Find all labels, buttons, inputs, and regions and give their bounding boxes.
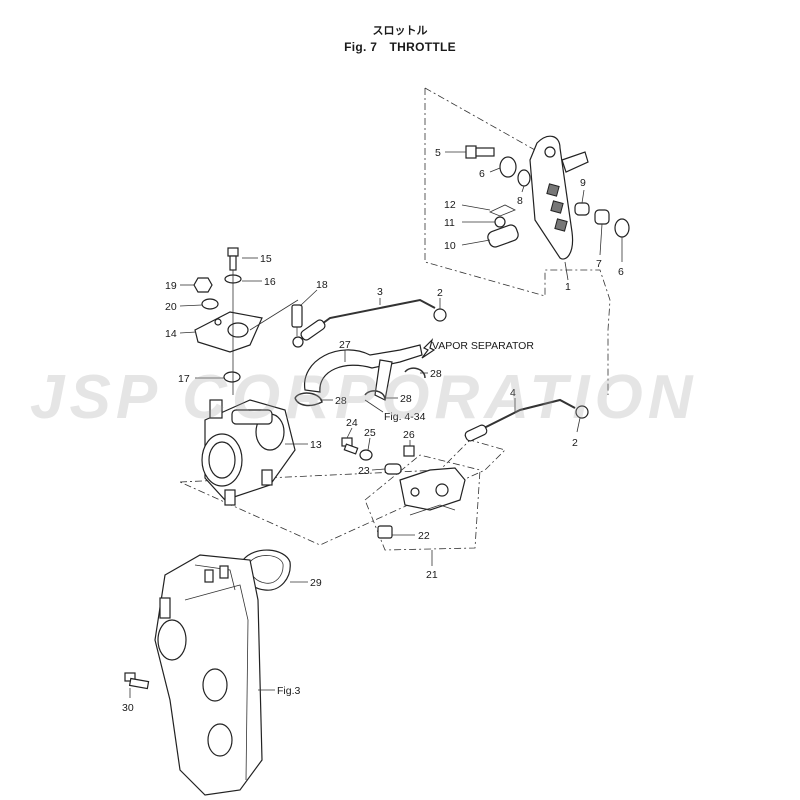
leader-20 <box>179 304 203 307</box>
ref-vapor-separator: VAPOR SEPARATOR <box>432 340 534 352</box>
leader-14 <box>179 331 197 334</box>
label-18: 18 <box>316 279 328 291</box>
bolt-part-15 <box>227 247 239 271</box>
clamp-part-28c <box>364 390 386 401</box>
washer-part-6a <box>499 156 517 178</box>
collar-part-10 <box>487 224 519 248</box>
label-30: 30 <box>122 702 134 714</box>
label-29: 29 <box>310 577 322 589</box>
label-28a: 28 <box>335 395 347 407</box>
assembly-axis-2 <box>249 299 299 331</box>
label-6b: 6 <box>618 266 624 278</box>
label-17: 17 <box>178 373 190 385</box>
collar-part-8 <box>517 169 531 187</box>
label-19: 19 <box>165 280 177 292</box>
label-3: 3 <box>377 286 383 298</box>
throttle-body-part-13 <box>201 399 296 506</box>
label-22: 22 <box>418 530 430 542</box>
leader-fig434 <box>364 399 384 413</box>
leader-18 <box>299 289 318 307</box>
link-rod-part-4 <box>464 398 576 442</box>
clip-part-12 <box>488 204 516 217</box>
label-4: 4 <box>510 387 516 399</box>
bracket-part-14 <box>194 311 263 353</box>
ref-fig-4-34: Fig. 4-34 <box>384 411 426 423</box>
washer-part-6b <box>614 218 630 238</box>
clamp-part-28a <box>294 392 323 407</box>
pin-part-11 <box>494 216 506 228</box>
washer-part-25 <box>359 449 373 461</box>
ball-joint-part-2a <box>433 308 447 322</box>
leader-25 <box>367 437 371 451</box>
bolt-part-5 <box>465 145 495 159</box>
label-1: 1 <box>565 281 571 293</box>
link-rod-part-3 <box>292 298 436 348</box>
label-16: 16 <box>264 276 276 288</box>
engine-block <box>154 554 263 796</box>
label-28b: 28 <box>430 368 442 380</box>
label-24: 24 <box>346 417 358 429</box>
sensor-housing <box>399 467 466 516</box>
hose-part-27 <box>304 344 423 393</box>
label-8: 8 <box>517 195 523 207</box>
leader-8 <box>521 185 525 193</box>
label-14: 14 <box>165 328 177 340</box>
figure-title: Fig. 7 THROTTLE <box>344 40 456 54</box>
bolt-part-24 <box>341 437 359 455</box>
label-25: 25 <box>364 427 376 439</box>
label-7: 7 <box>596 258 602 270</box>
ref-fig-3: Fig.3 <box>277 685 301 697</box>
label-23: 23 <box>358 465 370 477</box>
nut-part-19 <box>193 277 213 293</box>
leader-6a <box>489 167 501 173</box>
washer-part-20 <box>201 298 219 310</box>
label-21: 21 <box>426 569 438 581</box>
throttle-lever-part-1 <box>529 135 589 260</box>
label-5: 5 <box>435 147 441 159</box>
sensor-assy-boundary <box>364 454 481 551</box>
lever-group-boundary <box>424 88 611 395</box>
leader-23 <box>371 468 386 471</box>
label-6a: 6 <box>479 168 485 180</box>
label-28c: 28 <box>400 393 412 405</box>
vapor-arrow <box>421 338 436 359</box>
leader-12 <box>461 204 491 211</box>
label-20: 20 <box>165 301 177 313</box>
sensor-part-18 <box>291 304 303 336</box>
clamp-part-28b <box>404 367 426 379</box>
label-2b: 2 <box>572 437 578 449</box>
label-9: 9 <box>580 177 586 189</box>
leader-10 <box>461 239 491 246</box>
label-11: 11 <box>444 217 455 229</box>
bushing-part-7 <box>594 209 610 225</box>
leader-7 <box>599 223 603 256</box>
leader-9 <box>581 189 585 204</box>
leader-2b <box>576 417 581 433</box>
label-27: 27 <box>339 339 351 351</box>
ball-joint-part-2b <box>575 405 589 419</box>
label-2a: 2 <box>437 287 443 299</box>
leader-24 <box>346 427 353 439</box>
label-12: 12 <box>444 199 456 211</box>
o-ring-part-17 <box>223 371 241 383</box>
cap-part-22 <box>377 525 393 539</box>
bolt-part-30 <box>124 672 150 690</box>
label-10: 10 <box>444 240 456 252</box>
lever-boundary-segment <box>424 87 536 151</box>
collar-part-9 <box>574 202 590 216</box>
plate-part-26 <box>403 445 415 457</box>
collar-part-23 <box>384 463 402 475</box>
figure-title-japanese: スロットル <box>372 24 428 37</box>
label-13: 13 <box>310 439 322 451</box>
label-26: 26 <box>403 429 415 441</box>
label-15: 15 <box>260 253 272 265</box>
leader-1 <box>564 261 569 281</box>
